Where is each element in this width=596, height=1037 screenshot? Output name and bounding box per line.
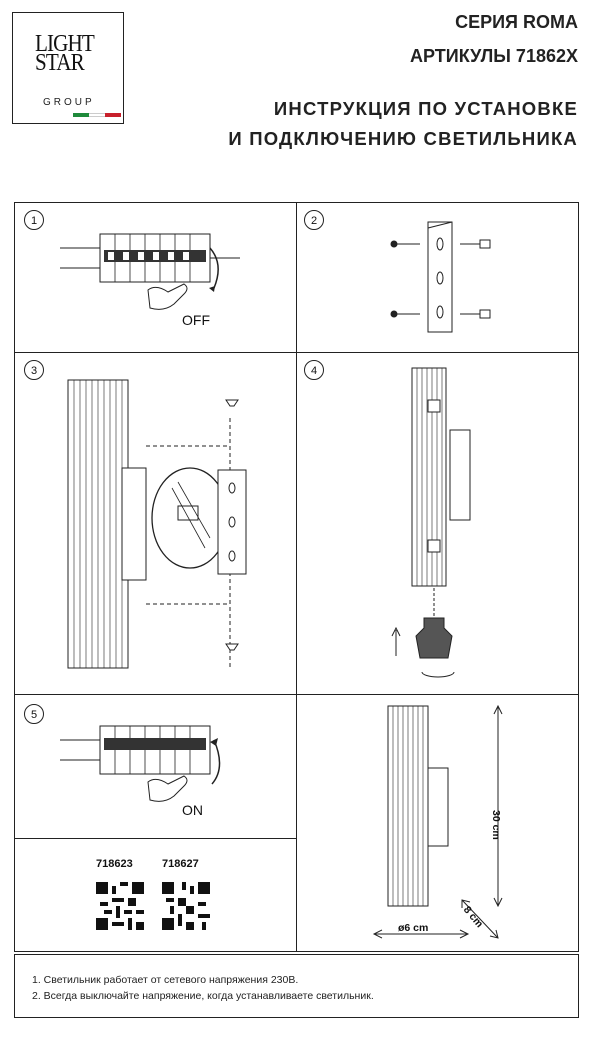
grid-divider-left-split (14, 838, 296, 839)
qr-code-icon (162, 882, 210, 930)
lamp-dimensions-diagram-icon (372, 704, 503, 939)
switch-on-label: ON (182, 802, 203, 818)
logo-line-1: LIGHT (35, 31, 95, 57)
bulb-install-diagram-icon (391, 367, 471, 678)
note-2: 2. Всегда выключайте напряжение, когда у… (32, 990, 374, 1002)
height-dimension-label: 30 cm (490, 810, 502, 840)
diameter-dimension-label: ø6 cm (398, 922, 429, 934)
breaker-panel-on-icon (60, 725, 221, 802)
logo-line-2: STAR (35, 50, 85, 76)
notes-box (14, 954, 579, 1018)
mounting-bracket-icon (390, 221, 491, 333)
step-number-2: 2 (304, 210, 324, 230)
brand-logo: LIGHT STAR GROUP (12, 12, 124, 124)
logo-line-3: GROUP (43, 97, 95, 108)
article-code-2: 718627 (162, 858, 199, 870)
instruction-title-line-1: ИНСТРУКЦИЯ ПО УСТАНОВКЕ (273, 98, 578, 119)
series-title: СЕРИЯ ROMA (455, 12, 578, 32)
qr-code-icon (96, 882, 144, 930)
step-number-4: 4 (304, 360, 324, 380)
articles-title: АРТИКУЛЫ 71862X (410, 46, 578, 66)
switch-off-label: OFF (182, 312, 210, 328)
article-code-1: 718623 (96, 858, 133, 870)
logo-wordmark: LIGHT STAR (35, 31, 114, 76)
note-1: 1. Светильник работает от сетевого напря… (32, 974, 299, 986)
step-number-5: 5 (24, 704, 44, 724)
grid-divider-vertical (296, 202, 297, 952)
step-number-1: 1 (24, 210, 44, 230)
grid-divider-row-2 (14, 694, 579, 695)
grid-divider-row-1 (14, 352, 579, 353)
instruction-title-line-2: И ПОДКЛЮЧЕНИЮ СВЕТИЛЬНИКА (228, 128, 578, 149)
lamp-mounting-diagram-icon (67, 379, 247, 669)
step-number-3: 3 (24, 360, 44, 380)
breaker-panel-off-icon (60, 233, 240, 310)
italian-flag-stripe (73, 113, 121, 117)
